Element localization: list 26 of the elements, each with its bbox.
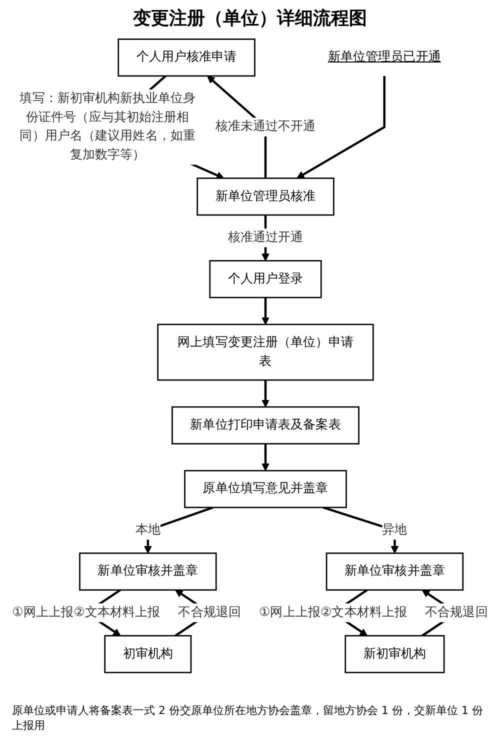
node-text: 新单位管理员已开通: [328, 50, 441, 64]
node-box: 新单位打印申请表及备案表: [172, 406, 360, 444]
arrow: [262, 444, 270, 472]
edge-label: 不合规退回: [425, 605, 488, 620]
node-box: 新单位审核并盖章: [79, 552, 217, 591]
arrow: [296, 76, 386, 179]
edge-label: ①网上上报②文本材料上报: [258, 605, 408, 620]
node-box: 原单位填写意见并盖章: [184, 470, 347, 508]
diagram-title: 变更注册（单位）详细流程图: [133, 7, 367, 30]
edge-label: 不合规退回: [178, 605, 242, 620]
node-box: 新单位管理员核准: [196, 178, 334, 216]
note-text: 原单位或申请人将备案表一式 2 份交原单位所在地方协会盖章，留地方协会 1 份，交新单位 1 份上报用: [12, 703, 484, 733]
arrow: [262, 298, 270, 325]
edge-label: 本地: [135, 522, 160, 538]
edge-label: 核准通过开通: [228, 230, 304, 245]
edge-label: ①网上上报②文本材料上报: [12, 605, 160, 620]
edge-label: 填写：新初审机构新执业单位身份证件号（应与其初始注册相同）用户名（建议用姓名，如重复加数字等）: [20, 91, 196, 162]
node-box: 网上填写变更注册（单位）申请表: [157, 324, 374, 381]
edge-label: 核准未通过不开通: [215, 119, 316, 134]
node-box: 个人用户核准申请: [118, 38, 256, 77]
arrow: [262, 380, 270, 408]
node-box: 新单位审核并盖章: [326, 552, 464, 591]
node-box: 新初审机构: [344, 635, 445, 674]
edge-label: 异地: [382, 522, 408, 538]
node-box: 个人用户登录: [209, 260, 322, 298]
node-box: 初审机构: [104, 635, 192, 674]
